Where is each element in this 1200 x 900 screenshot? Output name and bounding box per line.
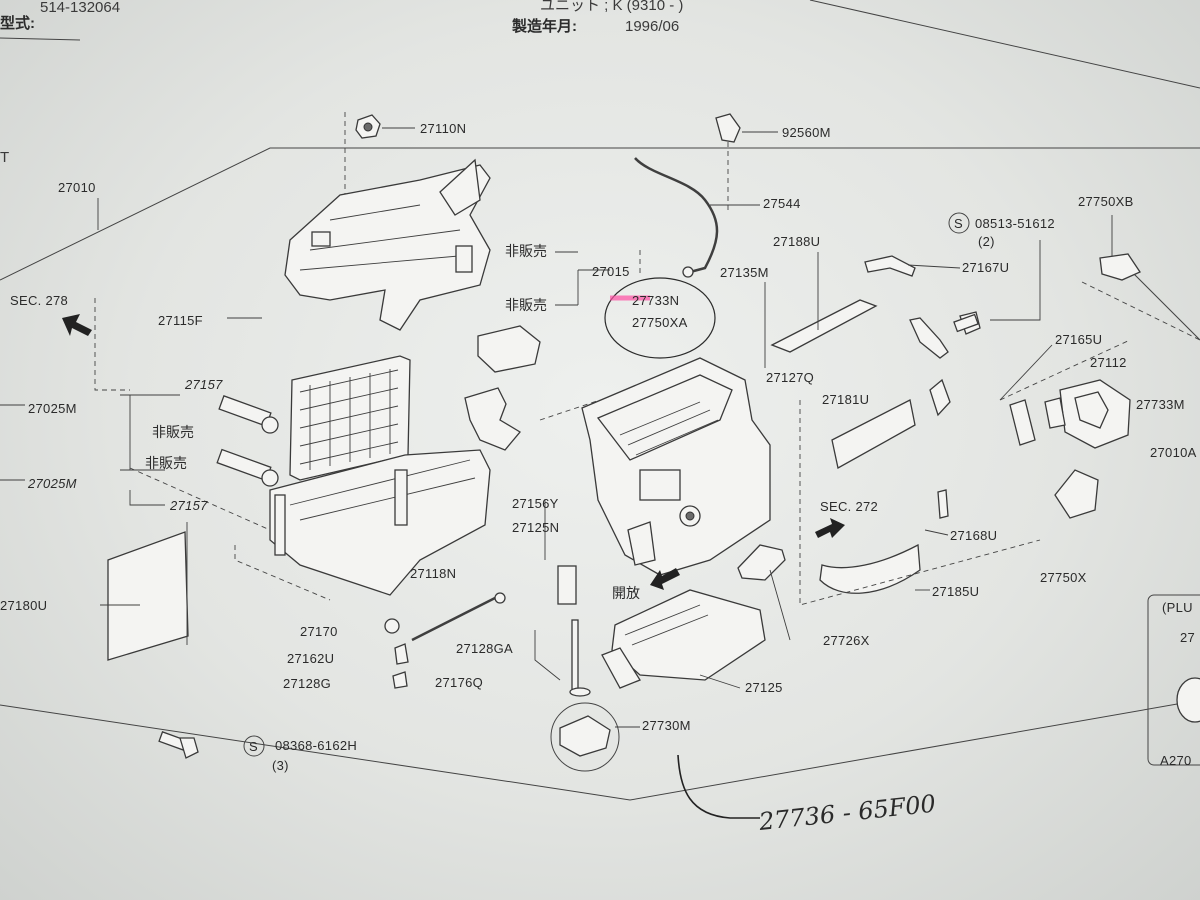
header-label-model: 型式: — [0, 14, 35, 32]
label-08513-qty: (2) — [978, 234, 995, 249]
label-27165U: 27165U — [1055, 332, 1102, 347]
label-sec-272: SEC. 272 — [820, 499, 878, 514]
svg-text:S: S — [249, 739, 258, 754]
screw-92560M-part — [715, 113, 778, 210]
control-cable-27544-part — [634, 157, 760, 278]
arm-27165U-part — [929, 378, 951, 417]
label-27188U: 27188U — [773, 234, 820, 249]
valve-27726X-part — [737, 544, 786, 581]
actuator-27730M-part — [550, 619, 620, 772]
label-27157-bottom: 27157 — [169, 498, 208, 513]
label-27181U: 27181U — [822, 392, 869, 407]
label-27750XB: 27750XB — [1078, 194, 1134, 209]
label-27025M-top: 27025M — [28, 401, 77, 416]
label-27167U: 27167U — [962, 260, 1009, 275]
label-08368-qty: (3) — [272, 758, 289, 773]
strip-27188U-part — [770, 252, 878, 353]
label-27128GA: 27128GA — [456, 641, 513, 656]
label-08368-6162H: 08368-6162H — [275, 738, 357, 753]
label-27157-top: 27157 — [184, 377, 223, 392]
lower-duct-part — [269, 449, 491, 596]
module-27015-part — [464, 251, 610, 451]
assembly-frame-bottom — [0, 699, 1200, 801]
clip-27750XB-part — [1099, 215, 1141, 281]
bracket-27750X-part — [1054, 469, 1099, 519]
label-plus-box: (PLU — [1162, 600, 1193, 615]
filter-27180U-part — [107, 522, 189, 661]
label-27170: 27170 — [300, 624, 338, 639]
label-27025M-bottom: 27025M — [27, 476, 77, 491]
label-a270: A270 — [1160, 753, 1192, 768]
label-27118N: 27118N — [410, 566, 456, 581]
label-08513-51612: 08513-51612 — [975, 216, 1055, 231]
inset-box-plus — [1147, 594, 1200, 766]
header-manufacture-date-value: 1996/06 — [625, 18, 679, 35]
header-rule — [0, 37, 81, 41]
label-sec-278: SEC. 278 — [10, 293, 68, 308]
upper-case-cover-part — [284, 158, 491, 331]
box-27125-part — [601, 589, 766, 689]
header-rule-right — [809, 0, 1200, 89]
heater-core-27025M-part — [216, 355, 411, 487]
label-27750X: 27750X — [1040, 570, 1087, 585]
label-27127Q: 27127Q — [766, 370, 814, 385]
label-27733M: 27733M — [1136, 397, 1185, 412]
handwritten-part-number: 27736 - 65F00 — [757, 790, 937, 837]
header-manufacture-date-label: 製造年月: — [511, 17, 577, 35]
label-27110N: 27110N — [420, 121, 466, 136]
handwritten-leader — [677, 754, 760, 819]
svg-text:S: S — [954, 216, 963, 231]
label-27168U: 27168U — [950, 528, 997, 543]
label-27733N: 27733N — [632, 293, 679, 308]
arrow-kaiho-icon — [650, 568, 680, 590]
label-27115F: 27115F — [158, 313, 203, 328]
label-hanbai-2: 非販売 — [505, 297, 547, 313]
s-symbol-08368-icon: S — [243, 735, 265, 757]
header-unit-text: ユニット ; K (9310 - ) — [540, 0, 683, 14]
link-27156Y-part — [544, 500, 577, 605]
label-27162U: 27162U — [287, 651, 334, 666]
label-27125N: 27125N — [512, 520, 559, 535]
label-27750XA: 27750XA — [632, 315, 688, 330]
rod-27118N-part — [384, 592, 506, 689]
label-27135M: 27135M — [720, 265, 769, 280]
heater-case-27135M-part — [581, 282, 771, 576]
bolt-08368-part — [158, 731, 199, 759]
label-27010A: 27010A — [1150, 445, 1197, 460]
s-symbol-08513-icon: S — [948, 212, 970, 234]
label-hanbai-3: 非販売 — [152, 424, 194, 440]
label-hanbai-4: 非販売 — [145, 455, 187, 471]
edge-letter: T — [0, 149, 9, 166]
label-27176Q: 27176Q — [435, 675, 483, 690]
label-27128G: 27128G — [283, 676, 331, 691]
label-27726X: 27726X — [823, 633, 870, 648]
label-92560M: 92560M — [782, 125, 831, 140]
label-kaiho: 開放 — [612, 585, 640, 601]
label-27156Y: 27156Y — [512, 496, 559, 511]
label-27015: 27015 — [592, 264, 630, 279]
arrow-sec278-icon — [62, 314, 92, 336]
label-27125: 27125 — [745, 680, 783, 695]
nut-27110N-part — [344, 112, 415, 210]
header-code: 514-132064 — [40, 0, 120, 16]
label-hanbai-1: 非販売 — [505, 243, 547, 259]
label-27010: 27010 — [58, 180, 96, 195]
label-27185U: 27185U — [932, 584, 979, 599]
assembly-frame — [0, 147, 1200, 281]
label-27730M: 27730M — [642, 718, 691, 733]
arrow-sec272-icon — [815, 518, 845, 538]
label-27180U: 27180U — [0, 598, 47, 613]
label-27112: 27112 — [1090, 355, 1127, 370]
bolt-08513-part — [953, 313, 979, 333]
label-27544: 27544 — [763, 196, 801, 211]
actuator-27733M-part — [1009, 379, 1131, 449]
panel-27181U-part — [831, 399, 916, 469]
label-plus-box-part: 27 — [1180, 630, 1195, 645]
highlight-ellipse — [604, 277, 716, 359]
